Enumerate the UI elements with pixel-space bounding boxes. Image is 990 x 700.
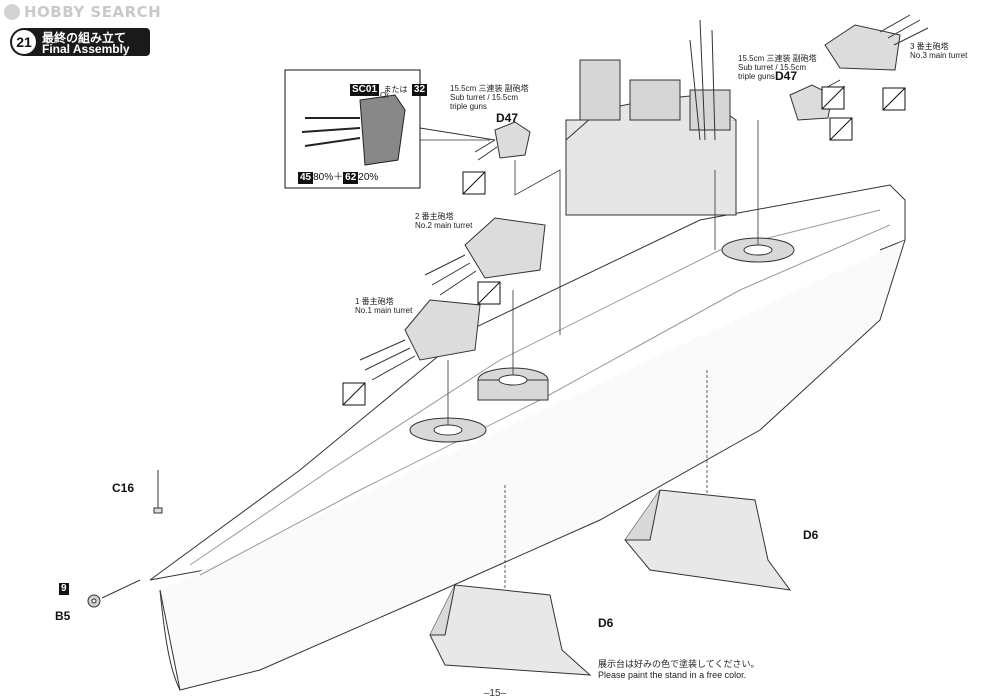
label-sub-turret-left-jp: 15.5cm 三連装 副砲塔 <box>450 84 529 93</box>
stand-left <box>429 584 592 676</box>
inset-part-ref: SC01 または 32 <box>350 79 428 97</box>
inset-or-en: Or <box>380 91 389 100</box>
main-turret-2 <box>424 217 546 296</box>
stand-note: 展示台は好みの色で塗装してください。 Please paint the stan… <box>598 659 759 681</box>
label-sub-turret-left: 15.5cm 三連装 副砲塔 Sub turret / 15.5cm tripl… <box>450 84 529 111</box>
inset-paint-a: 45 <box>298 172 314 184</box>
assembly-guide-lines <box>420 120 759 425</box>
part-nine: 9 <box>59 583 69 595</box>
inset-paint-b-pct: 20% <box>358 172 379 183</box>
turret-rings <box>409 237 795 443</box>
label-turret2-jp: 2 番主砲塔 <box>415 212 454 221</box>
label-turret1-en: No.1 main turret <box>355 306 413 315</box>
hull <box>149 184 906 691</box>
label-sub-turret-right-en2: triple guns <box>738 72 775 81</box>
main-turret-1 <box>359 299 481 381</box>
stand-guide-lines <box>504 370 708 595</box>
washer-b5 <box>87 579 141 608</box>
inset-or-jp: または <box>383 85 408 94</box>
superstructure <box>565 19 737 216</box>
label-sub-turret-right-en1: Sub turret / 15.5cm <box>738 63 807 72</box>
stand-note-en: Please paint the stand in a free color. <box>598 670 747 680</box>
part-b5: B5 <box>55 609 71 623</box>
turret-inset <box>284 69 496 189</box>
inset-paint-b: 62 <box>343 172 359 184</box>
sub-turret-left <box>474 121 531 161</box>
step-title-en: Final Assembly <box>42 42 130 56</box>
part-d47-right: D47 <box>775 69 798 83</box>
label-sub-turret-left-en1: Sub turret / 15.5cm <box>450 93 519 102</box>
inset-plus: ＋ <box>333 172 344 183</box>
step-header: 21 最終の組み立て Final Assembly <box>10 28 150 56</box>
main-turret-3 <box>824 14 929 71</box>
label-sub-turret-right-jp: 15.5cm 三連装 副砲塔 <box>738 54 817 63</box>
step-title-jp: 最終の組み立て <box>42 31 127 45</box>
label-sub-turret-left-en2: triple guns <box>450 102 487 111</box>
part-d6-right: D6 <box>803 528 819 542</box>
part-d47-left: D47 <box>496 111 519 125</box>
page-number: –15– <box>483 688 507 699</box>
no-glue-icons <box>342 86 906 406</box>
label-turret3-jp: 3 番主砲塔 <box>910 42 949 51</box>
label-turret3: 3 番主砲塔 No.3 main turret <box>910 42 967 60</box>
part-c16: C16 <box>112 481 135 495</box>
part-nine-box: 9 <box>59 578 69 596</box>
inset-part-b: 32 <box>411 84 428 96</box>
stand-note-jp: 展示台は好みの色で塗装してください。 <box>598 659 760 669</box>
label-sub-turret-right: 15.5cm 三連装 副砲塔 Sub turret / 15.5cm tripl… <box>738 54 817 81</box>
watermark-text: HOBBY SEARCH <box>24 3 162 21</box>
hobby-search-logo-icon <box>4 4 20 20</box>
inset-paint-a-pct: 80% <box>313 172 334 183</box>
label-turret2-en: No.2 main turret <box>415 221 473 230</box>
watermark: HOBBY SEARCH <box>4 3 161 21</box>
stand-right <box>624 489 792 591</box>
label-turret1: 1 番主砲塔 No.1 main turret <box>355 297 412 315</box>
part-d6-left: D6 <box>598 616 614 630</box>
inset-part-a: SC01 <box>350 84 380 96</box>
step-number: 21 <box>12 30 36 54</box>
pin-c16 <box>153 470 163 514</box>
label-turret1-jp: 1 番主砲塔 <box>355 297 394 306</box>
label-turret2: 2 番主砲塔 No.2 main turret <box>415 212 472 230</box>
label-turret3-en: No.3 main turret <box>910 51 968 60</box>
